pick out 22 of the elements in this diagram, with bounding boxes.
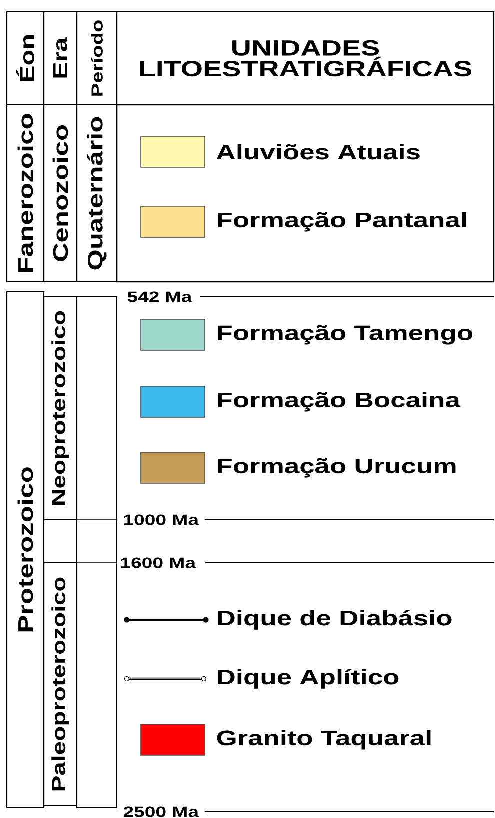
age-label: 1000 Ma [122, 514, 200, 526]
legend-label: Formação Urucum [218, 458, 456, 478]
table-cell: Paleoproterozoico [43, 562, 78, 807]
legend-label: Formação Bocaina [218, 392, 461, 412]
table-cell: Quaternário [76, 104, 118, 283]
table-cell: Neoproterozoico [43, 296, 78, 521]
legend-label: Formação Tamengo [218, 325, 472, 345]
table-cell: Fanerozoico [6, 104, 45, 283]
table-cell: Período [76, 11, 118, 106]
header-cell: UNIDADES LITOESTRATIGRÁFICAS [116, 11, 495, 106]
legend-label: Granito Taquaral [217, 730, 431, 750]
table-cell: Era [43, 11, 78, 106]
legend-label: Dique Aplítico [218, 669, 399, 689]
legend-label: Formação Pantanal [218, 212, 466, 232]
age-label: 1600 Ma [119, 556, 198, 570]
age-label: 2500 Ma [122, 806, 200, 818]
legend-label: Aluviões Atuais [216, 144, 420, 160]
table-cell: Éon [6, 11, 45, 106]
table-cell: Proterozoico [6, 291, 45, 809]
legend-label: Dique de Diabásio [218, 610, 452, 630]
table-cell: Cenozoico [43, 104, 78, 283]
age-label: 542 Ma [126, 290, 194, 304]
